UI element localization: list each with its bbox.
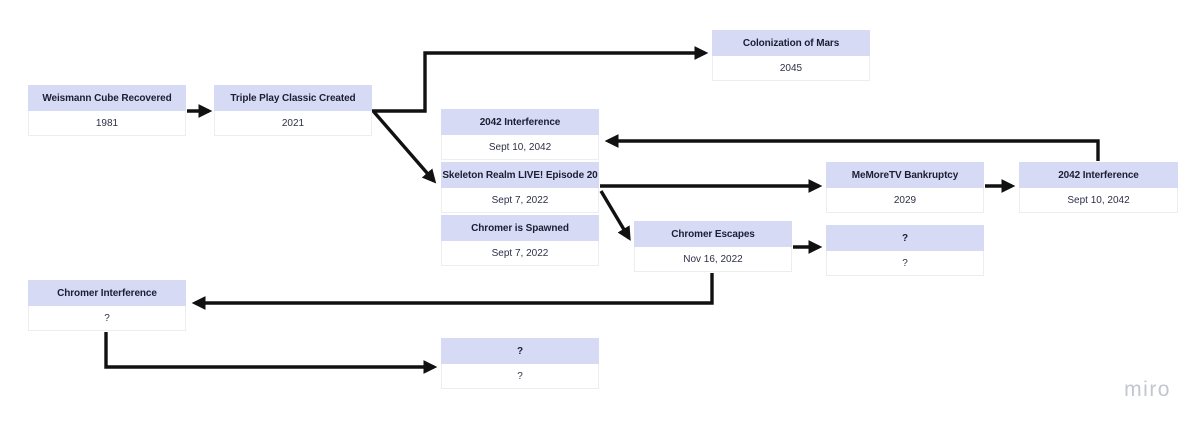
node-title: 2042 Interference <box>1019 162 1178 188</box>
connector-triple-play-to-skeleton-realm[interactable] <box>372 110 437 184</box>
node-title: Chromer is Spawned <box>441 215 599 241</box>
node-date: Sept 10, 2042 <box>1019 188 1178 213</box>
timeline-node-chromer-interference[interactable]: Chromer Interference? <box>28 280 186 331</box>
node-date: 2045 <box>712 56 870 81</box>
node-title: Skeleton Realm LIVE! Episode 20 <box>441 162 599 188</box>
connector-interference-b-to-interference-a[interactable] <box>604 134 1100 161</box>
node-title: ? <box>826 225 984 251</box>
connector-skeleton-realm-to-chromer-escapes[interactable] <box>599 190 631 241</box>
timeline-node-unknown-event-b[interactable]: ?? <box>441 338 599 389</box>
connector-escapes-to-chromer-interference[interactable] <box>191 273 714 310</box>
node-date: 2029 <box>826 188 984 213</box>
node-date: 1981 <box>28 111 186 136</box>
node-date: ? <box>826 251 984 276</box>
timeline-node-unknown-event-a[interactable]: ?? <box>826 225 984 276</box>
node-title: 2042 Interference <box>441 109 599 135</box>
node-title: Colonization of Mars <box>712 30 870 56</box>
node-title: MeMoreTV Bankruptcy <box>826 162 984 188</box>
node-date: Nov 16, 2022 <box>634 247 792 272</box>
connector-chromer-interf-to-unknown-b[interactable] <box>104 332 438 374</box>
node-date: 2021 <box>214 111 372 136</box>
node-date: Sept 10, 2042 <box>441 135 599 160</box>
node-title: Chromer Escapes <box>634 221 792 247</box>
miro-watermark: miro <box>1124 378 1171 401</box>
node-date: ? <box>28 306 186 331</box>
node-title: Triple Play Classic Created <box>214 85 372 111</box>
node-date: Sept 7, 2022 <box>441 188 599 213</box>
node-title: Weismann Cube Recovered <box>28 85 186 111</box>
node-title: Chromer Interference <box>28 280 186 306</box>
node-date: Sept 7, 2022 <box>441 241 599 266</box>
node-date: ? <box>441 364 599 389</box>
node-title: ? <box>441 338 599 364</box>
connector-triple-play-to-mars[interactable] <box>372 46 709 113</box>
